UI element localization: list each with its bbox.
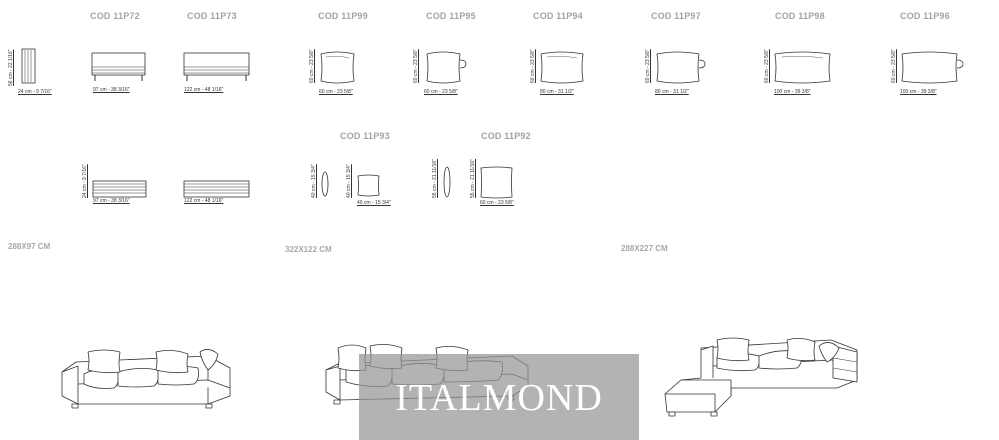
dim-side-panel-height: 56 cm - 22 1/16" [8, 49, 14, 86]
cushion-11p95-drawing [426, 51, 467, 84]
dim-11p98-width: 100 cm - 39 3/8" [774, 89, 811, 95]
dim-11p95-width: 60 cm - 23 5/8" [424, 89, 458, 95]
dim-11p93-front-height: 40 cm - 15 3/4" [346, 164, 352, 198]
dim-slat-panel-height: 24 cm - 9 7/16" [82, 164, 88, 198]
dim-11p92-front-height: 55 cm - 21 11/16" [470, 159, 476, 198]
dim-11p94-width: 80 cm - 31 1/2" [540, 89, 574, 95]
dim-11p97-width: 80 cm - 31 1/2" [655, 89, 689, 95]
cushion-11p94-drawing [540, 51, 584, 84]
dim-11p99-height: 60 cm - 23 5/8" [309, 49, 315, 83]
cushion-11p98-drawing [774, 51, 831, 84]
watermark-text: ITALMOND [395, 377, 603, 419]
code-label-11p93: COD 11P93 [340, 131, 390, 141]
code-label-11p99: COD 11P99 [318, 11, 368, 21]
size-label-322x122: 322X122 CM [285, 245, 332, 254]
dim-11p92-width: 60 cm - 23 5/8" [480, 200, 514, 206]
dim-11p92-side-height: 55 cm - 21 11/16" [432, 159, 438, 198]
code-label-11p72: COD 11P72 [90, 11, 140, 21]
watermark-box: ITALMOND [359, 354, 639, 440]
code-label-11p92: COD 11P92 [481, 131, 531, 141]
dim-11p96-height: 60 cm - 23 5/8" [891, 49, 897, 83]
cushion-11p96-drawing [901, 51, 964, 84]
slat-panel-97-drawing [92, 180, 147, 198]
dim-11p99-width: 60 cm - 23 5/8" [319, 89, 353, 95]
bench-122-drawing [183, 52, 250, 81]
sofa-288x227-drawing [664, 337, 858, 417]
code-label-11p95: COD 11P95 [426, 11, 476, 21]
code-label-11p97: COD 11P97 [651, 11, 701, 21]
code-label-11p94: COD 11P94 [533, 11, 583, 21]
cushion-11p93-side-drawing [321, 171, 329, 197]
sofa-288x97-drawing [61, 349, 231, 409]
dim-side-panel-width: 24 cm - 9 7/16" [18, 89, 52, 95]
cushion-11p97-drawing [656, 51, 706, 84]
dim-11p95-height: 60 cm - 23 5/8" [413, 49, 419, 83]
dim-slat-panel-97-width: 97 cm - 38 3/16" [93, 198, 130, 204]
dim-11p93-side-height: 40 cm - 15 3/4" [311, 164, 317, 198]
cushion-11p92-front-drawing [480, 166, 513, 199]
side-panel-drawing [21, 48, 36, 84]
dim-11p96-width: 100 cm - 39 3/8" [900, 89, 937, 95]
size-label-288x97: 288X97 CM [8, 242, 51, 251]
cushion-11p93-front-drawing [357, 174, 380, 197]
code-label-11p73: COD 11P73 [187, 11, 237, 21]
dim-bench-122-width: 122 cm - 48 1/16" [184, 87, 224, 93]
dim-11p98-height: 60 cm - 23 5/8" [764, 49, 770, 83]
code-label-11p98: COD 11P98 [775, 11, 825, 21]
dim-11p94-height: 60 cm - 23 5/8" [530, 49, 536, 83]
slat-panel-122-drawing [183, 180, 250, 198]
dim-bench-97-width: 97 cm - 38 3/16" [93, 87, 130, 93]
dim-11p93-width: 40 cm - 15 3/4" [357, 200, 391, 206]
dim-slat-panel-122-width: 122 cm - 48 1/16" [184, 198, 224, 204]
bench-97-drawing [91, 52, 146, 81]
size-label-288x227: 288X227 CM [621, 244, 668, 253]
code-label-11p96: COD 11P96 [900, 11, 950, 21]
cushion-11p99-drawing [320, 51, 355, 84]
cushion-11p92-side-drawing [443, 166, 451, 198]
dim-11p97-height: 60 cm - 23 5/8" [645, 49, 651, 83]
